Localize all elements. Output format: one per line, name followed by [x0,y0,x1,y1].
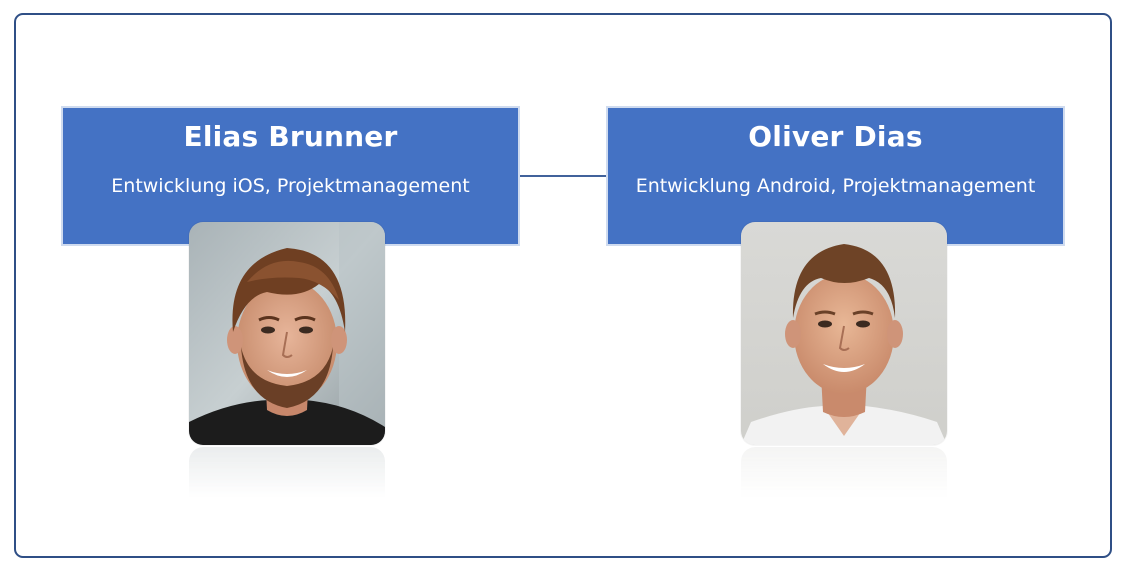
member-card-oliver: Oliver Dias Entwicklung Android, Projekt… [606,106,1065,246]
member-role: Entwicklung Android, Projektmanagement [635,175,1036,197]
portrait-icon [741,222,947,445]
member-name: Elias Brunner [183,120,398,153]
photo-reflection [741,447,947,507]
member-role: Entwicklung iOS, Projektmanagement [111,175,470,197]
portrait-photo-oliver [741,222,947,445]
diagram-frame [14,13,1112,558]
photo-reflection [189,447,385,507]
connector-line [520,175,607,177]
member-name: Oliver Dias [748,120,923,153]
portrait-icon [189,222,385,445]
portrait-photo-elias [189,222,385,445]
